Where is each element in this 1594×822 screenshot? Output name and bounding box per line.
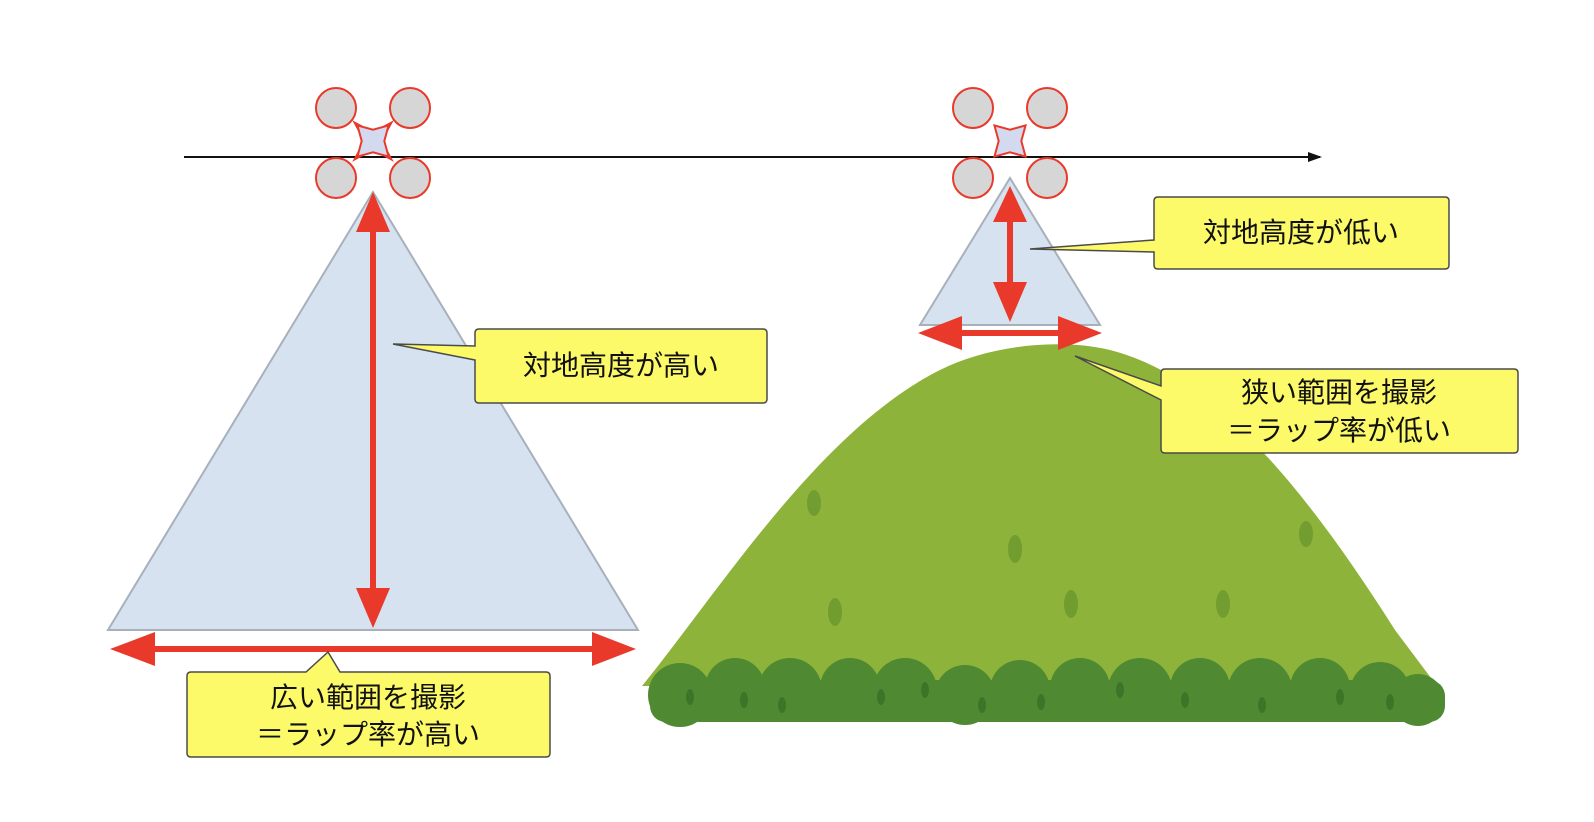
left-drone-icon [315,87,431,199]
left-coverage-label-line2: ＝ラップ率が高い [256,718,480,751]
right-coverage-label-line1: 狭い範囲を撮影 [1241,376,1437,409]
right-altitude-arrow [993,186,1027,322]
left-coverage-callout: 広い範囲を撮影 ＝ラップ率が高い [186,650,551,758]
right-coverage-callout: 狭い範囲を撮影 ＝ラップ率が低い [1074,355,1519,454]
right-coverage-arrow [918,316,1102,350]
left-coverage-arrow [110,632,636,666]
left-altitude-label: 対地高度が高い [523,349,719,382]
left-altitude-callout: 対地高度が高い [392,328,768,404]
right-coverage-label-line2: ＝ラップ率が低い [1227,414,1451,447]
left-coverage-label-line1: 広い範囲を撮影 [270,681,466,714]
right-altitude-callout: 対地高度が低い [1029,196,1450,270]
right-altitude-label: 対地高度が低い [1203,216,1399,249]
left-altitude-arrow [356,192,390,628]
right-drone-icon [952,87,1068,199]
